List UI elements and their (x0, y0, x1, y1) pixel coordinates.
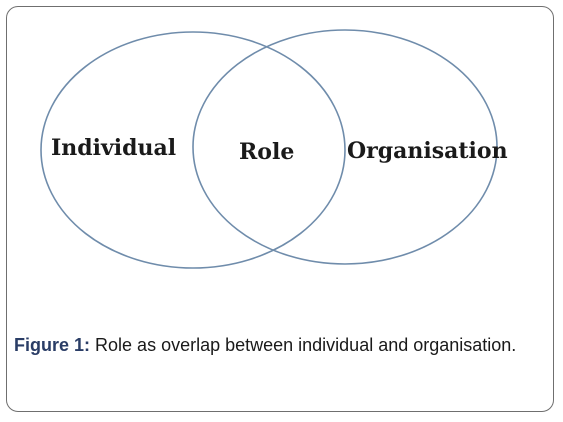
organisation-label: Organisation (347, 138, 508, 164)
figure-caption: Figure 1: Role as overlap between indivi… (14, 333, 534, 357)
individual-circle (40, 31, 346, 269)
figure-caption-text: Role as overlap between individual and o… (95, 335, 517, 355)
venn-diagram: Individual Role Organisation (40, 29, 508, 269)
individual-label: Individual (51, 135, 176, 161)
role-label: Role (239, 139, 294, 165)
figure-caption-label: Figure 1: (14, 335, 91, 355)
organisation-circle (192, 29, 498, 265)
